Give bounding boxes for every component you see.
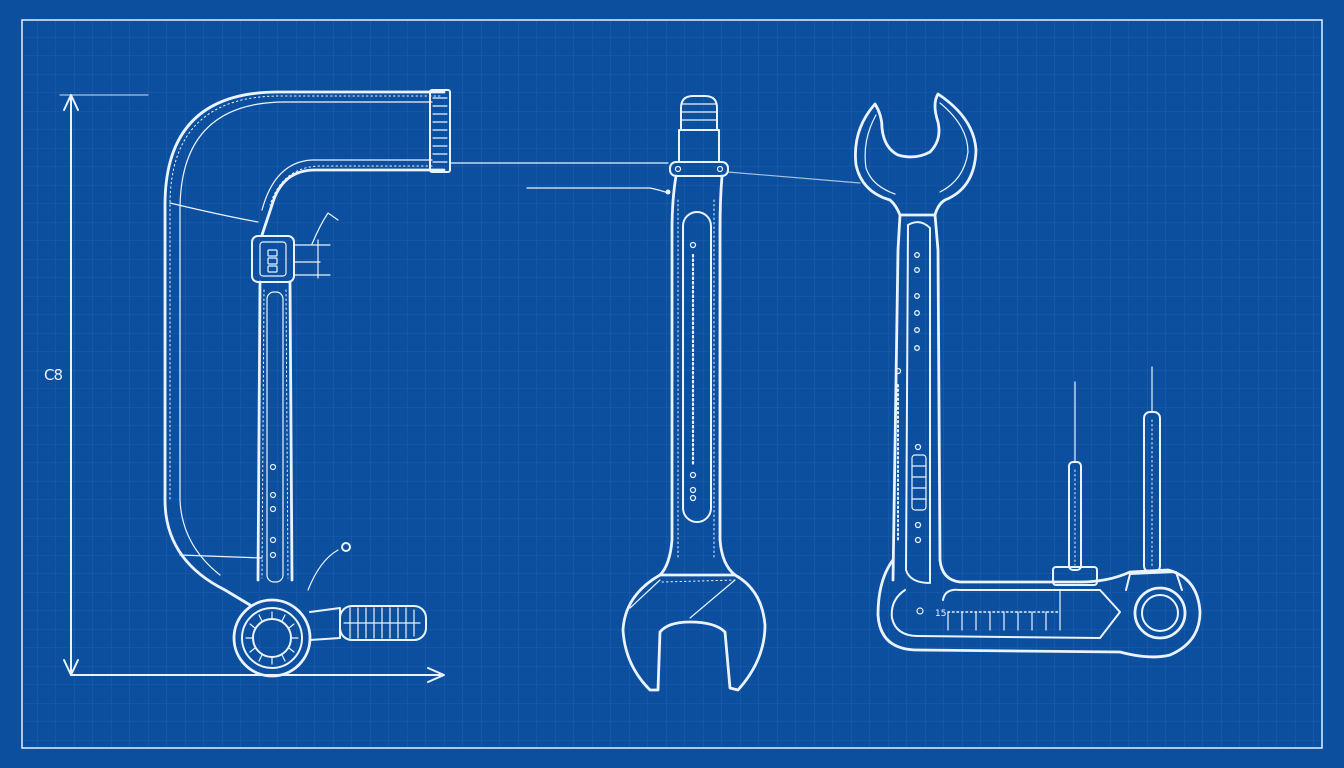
open-end-wrench-drawing [526,95,861,692]
l-wrench-drawing: 15 [854,92,1202,659]
dimension-line-vertical [59,94,445,683]
ruler-mark-label: 15 [935,609,946,619]
dimension-label: C8 [44,366,63,384]
c-clamp-drawing [163,89,669,678]
